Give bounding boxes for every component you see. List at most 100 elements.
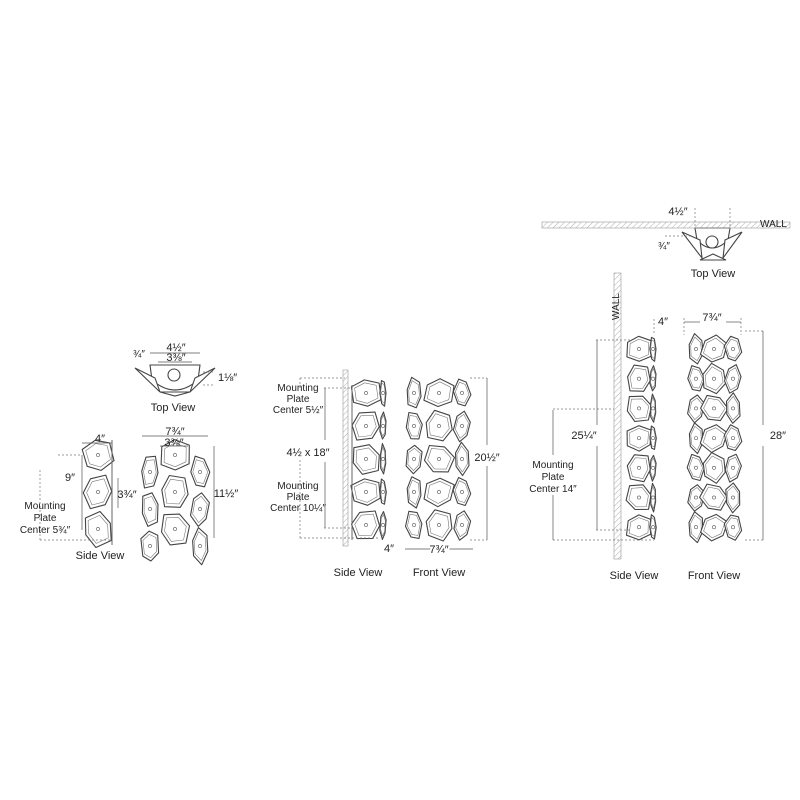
medium-mount-top-label: Center 5½″ [273, 405, 324, 416]
glass-petal-inner [726, 367, 740, 391]
glass-petal-inner [426, 381, 451, 404]
large-top-wall-tag: WALL [760, 219, 787, 230]
glass-petal [160, 439, 190, 471]
petal-center-dot [731, 495, 735, 500]
glass-petal-inner [192, 496, 208, 523]
small-side-plate: 3¾″ [117, 489, 136, 501]
petal-center-dot [651, 347, 655, 351]
petal-center-dot [460, 490, 464, 494]
glass-petal-inner [408, 380, 420, 405]
glass-petal-inner [354, 513, 377, 536]
petal-center-dot [651, 495, 655, 500]
petal-center-dot [96, 453, 100, 457]
glass-petal-inner [407, 448, 421, 471]
glass-petal [627, 364, 651, 392]
small-front-view: 7¾″ 3⅜″ 11½″ [142, 426, 238, 538]
small-front-height: 11½″ [214, 488, 239, 500]
glass-petal-inner [380, 414, 386, 437]
glass-petal-inner [629, 517, 649, 538]
petal-center-dot [651, 465, 655, 470]
glass-petal-inner [354, 382, 379, 404]
petal-center-dot [731, 406, 735, 411]
glass-petal-inner [353, 481, 378, 503]
medium-side-depth: 4″ [384, 543, 394, 555]
petal-center-dot [364, 424, 368, 428]
glass-petal-inner [650, 517, 656, 537]
petal-center-dot [148, 470, 152, 474]
glass-petal-inner [455, 381, 470, 404]
glass-petal-inner [689, 368, 704, 389]
large-side-height: 25¼″ [571, 430, 596, 442]
glass-petal [350, 379, 382, 407]
petal-center-dot [364, 523, 368, 527]
petal-center-dot [437, 523, 441, 527]
petal-center-dot [694, 525, 698, 530]
petal-center-dot [198, 544, 202, 548]
glass-petal-inner [454, 480, 470, 503]
small-top-title: Top View [151, 402, 195, 414]
glass-petal-inner [380, 446, 386, 471]
petal-center-dot [148, 544, 152, 548]
medium-mount-bottom-label: Mounting [277, 481, 318, 492]
glass-petal [160, 513, 191, 546]
glass-petal-inner [85, 443, 111, 468]
small-top-depth: 1⅛″ [218, 372, 237, 384]
glass-petal-inner [727, 485, 739, 510]
glass-petal [423, 477, 455, 508]
petal-center-dot [173, 527, 177, 531]
top-view-petal [699, 253, 727, 261]
petal-center-dot [712, 495, 716, 500]
glass-petal-inner [455, 513, 469, 538]
glass-petal-inner [87, 515, 109, 544]
glass-petal-inner [142, 534, 157, 558]
small-side-view: 4″ 9″ 3¾″ Mounting Plate Center 5¾″ Side… [20, 433, 137, 562]
small-top-offset: ¾″ [133, 349, 145, 360]
top-view-petal [134, 367, 161, 393]
glass-petal-inner [705, 455, 723, 481]
large-front-width: 7¾″ [702, 312, 721, 324]
glass-petal-inner [688, 457, 703, 478]
petal-center-dot [460, 391, 464, 395]
small-top-width: 4½″ [166, 342, 185, 354]
glass-petal-inner [650, 368, 656, 389]
glass-petal-inner [143, 496, 157, 523]
petal-center-dot [460, 457, 464, 461]
glass-petal-inner [650, 396, 656, 420]
glass-petal [352, 444, 380, 475]
glass-petal-inner [354, 414, 377, 438]
glass-petal-inner [725, 517, 740, 538]
glass-petal [626, 425, 652, 452]
glass-petal-inner [703, 398, 726, 419]
medium-plate-size: 4½ x 18″ [286, 447, 329, 459]
petal-center-dot [381, 490, 385, 494]
glass-petal-inner [193, 531, 207, 561]
petal-center-dot [412, 490, 416, 494]
petal-center-dot [712, 406, 716, 411]
petal-center-dot [381, 457, 385, 461]
petal-center-dot [712, 465, 716, 470]
glass-petal-inner [650, 457, 656, 479]
glass-petal-inner [163, 442, 187, 467]
glass-petal-inner [725, 338, 741, 359]
glass-petal [626, 335, 652, 362]
petal-center-dot [381, 391, 385, 395]
petal-center-dot [412, 457, 416, 461]
large-top-view: WALL 4½″ ¾″ Top View [541, 206, 791, 280]
large-front-view: 7¾″ 28″ Front View [683, 312, 786, 582]
top-view-petal [681, 231, 703, 260]
petal-center-dot [96, 527, 100, 531]
glass-petal-inner [408, 479, 420, 505]
petal-center-dot [460, 424, 464, 428]
glass-petal-inner [143, 459, 157, 485]
petal-center-dot [731, 465, 735, 470]
petal-center-dot [460, 523, 464, 527]
glass-petal [84, 510, 112, 549]
large-top-width: 4½″ [668, 206, 687, 218]
petal-center-dot [731, 347, 735, 351]
glass-petal-inner [726, 427, 741, 449]
petal-center-dot [381, 523, 385, 527]
large-side-depth: 4″ [658, 316, 668, 328]
glass-petal-inner [650, 486, 656, 509]
petal-center-dot [637, 465, 641, 470]
petal-center-dot [651, 525, 655, 530]
